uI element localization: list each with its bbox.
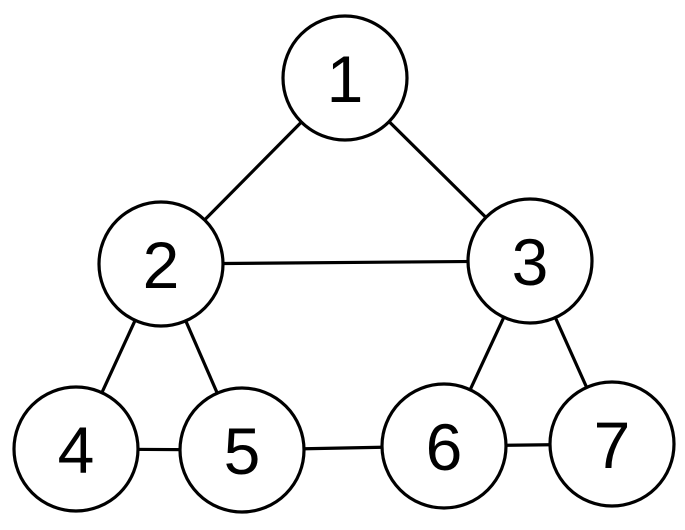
node-5-circle <box>178 386 306 514</box>
node-7-label: 7 <box>594 408 631 482</box>
node-1-label: 1 <box>327 42 364 116</box>
label-layer: 1 2 3 4 5 6 7 <box>58 42 631 488</box>
node-6-label: 6 <box>426 410 463 484</box>
node-layer <box>12 14 676 514</box>
node-7-circle <box>548 380 676 508</box>
node-6-circle <box>380 382 508 510</box>
node-1-circle <box>281 14 409 142</box>
node-4-label: 4 <box>58 413 95 487</box>
node-3-label: 3 <box>512 225 549 299</box>
node-3-circle <box>466 197 594 325</box>
node-4-circle <box>12 385 140 513</box>
node-5-label: 5 <box>224 414 261 488</box>
node-2-label: 2 <box>143 228 180 302</box>
node-2-circle <box>97 200 225 328</box>
